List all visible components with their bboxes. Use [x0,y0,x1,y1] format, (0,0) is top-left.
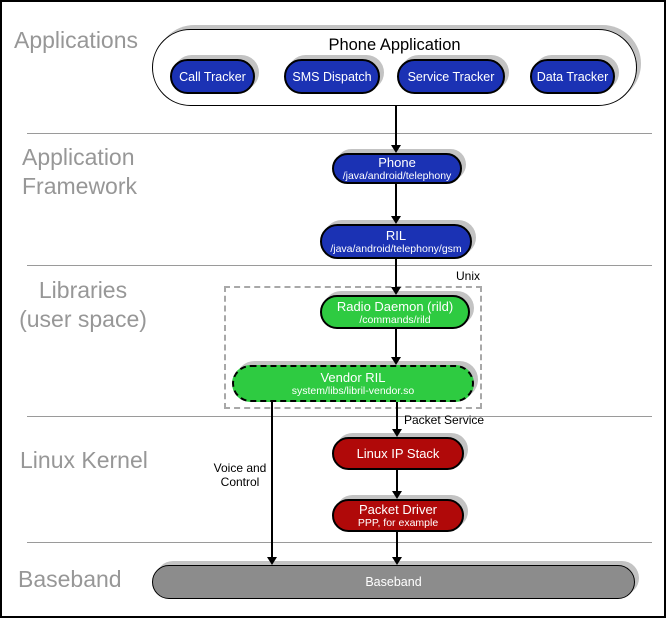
node-sms-dispatch-label: SMS Dispatch [292,69,372,84]
arrowhead-icon [391,287,401,295]
node-data-tracker: Data Tracker [530,59,615,94]
node-radio-daemon: Radio Daemon (rild) /commands/rild [320,295,470,329]
arrow-phoneapp-to-phone [391,106,401,153]
node-service-tracker: Service Tracker [397,59,505,94]
node-service-tracker-label: Service Tracker [407,69,495,84]
arrow-ip-stack-to-packet-driver [392,470,402,499]
voice-and-control-line1: Voice and [213,461,267,475]
arrowhead-icon [392,491,402,499]
section-label-libraries-line2: (user space) [19,306,147,332]
section-label-linux-kernel: Linux Kernel [20,447,148,473]
unix-dashed-box [224,286,482,409]
voice-and-control-label: Voice and Control [208,461,272,489]
node-packet-driver-title: Packet Driver [358,502,438,517]
node-packet-driver: Packet Driver PPP, for example [332,499,464,532]
node-packet-driver-subtitle: PPP, for example [357,517,439,529]
node-vendor-ril-path: system/libs/libril-vendor.so [291,385,415,397]
node-ril-path: /java/android/telephony/gsm [330,243,462,255]
section-label-libraries: Libraries (user space) [8,276,158,334]
node-ril: RIL /java/android/telephony/gsm [320,224,472,259]
unix-label: Unix [455,269,480,283]
divider-applications-framework [27,133,652,134]
arrow-vendor-ril-to-ip-stack [392,402,402,437]
section-label-framework-line2: Framework [22,173,138,199]
section-label-applications: Applications [14,27,139,53]
section-label-framework-line1: Application [22,144,135,170]
node-vendor-ril: Vendor RIL system/libs/libril-vendor.so [232,365,474,402]
arrowhead-icon [392,429,402,437]
arrow-radio-daemon-to-vendor-ril [391,329,401,365]
node-phone: Phone /java/android/telephony [332,153,462,184]
section-label-application-framework: Application Framework [22,143,137,201]
node-data-tracker-label: Data Tracker [536,69,609,84]
arrow-vendor-ril-to-baseband-voice-control [267,402,277,565]
node-linux-ip-stack-title: Linux IP Stack [356,446,440,461]
packet-service-label: Packet Service [404,413,485,427]
arrow-packet-driver-to-baseband [392,532,402,565]
node-phone-path: /java/android/telephony [342,170,452,182]
arrowhead-icon [267,557,277,565]
node-sms-dispatch: SMS Dispatch [284,59,380,94]
arrow-phone-to-ril [391,184,401,224]
arrowhead-icon [392,557,402,565]
node-phone-title: Phone [378,155,416,170]
arrowhead-icon [391,145,401,153]
arrowhead-icon [391,216,401,224]
section-label-libraries-line1: Libraries [38,277,128,303]
node-call-tracker: Call Tracker [170,59,255,94]
voice-and-control-line2: Control [220,475,260,489]
divider-framework-libraries [27,265,652,266]
node-baseband-label: Baseband [365,575,422,589]
arrow-ril-to-radio-daemon [391,259,401,295]
node-radio-daemon-path: /commands/rild [359,313,431,326]
arrowhead-icon [391,357,401,365]
node-call-tracker-label: Call Tracker [179,69,246,84]
divider-libraries-kernel [27,416,652,417]
node-ril-title: RIL [385,228,407,243]
node-radio-daemon-title: Radio Daemon (rild) [336,298,454,314]
phone-application-title: Phone Application [328,36,461,54]
node-baseband-bar: Baseband [152,565,635,599]
node-vendor-ril-title: Vendor RIL [320,370,386,385]
section-label-baseband: Baseband [18,566,122,592]
divider-kernel-baseband [27,542,652,543]
node-linux-ip-stack: Linux IP Stack [332,437,464,470]
